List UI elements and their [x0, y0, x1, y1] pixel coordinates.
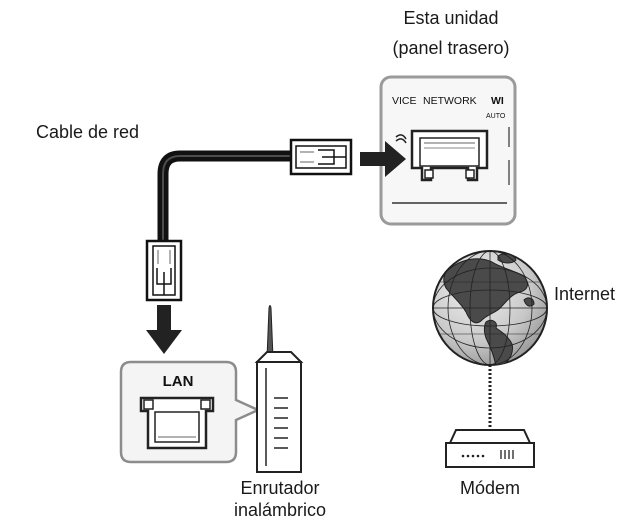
rear-panel-label-left: VICE — [392, 95, 417, 107]
lan-port-icon — [139, 396, 215, 450]
router-icon — [254, 305, 304, 473]
rj45-plug-icon-vertical — [145, 239, 183, 302]
internet-label: Internet — [554, 284, 616, 304]
modem-label: Módem — [459, 478, 521, 498]
arrow-right-icon — [360, 141, 406, 177]
modem-icon — [445, 429, 535, 468]
arrow-down-icon — [146, 305, 182, 354]
ethernet-port-icon — [410, 129, 489, 182]
router-label-line2: inalámbrico — [233, 500, 327, 520]
network-cable — [157, 150, 295, 245]
unit-title-line1: Esta unidad — [403, 8, 499, 28]
rear-panel: VICE NETWORK WI AUTO — [379, 75, 517, 226]
cable-label: Cable de red — [36, 122, 140, 142]
rj45-plug-icon — [289, 138, 353, 176]
router-label-line1: Enrutador — [240, 478, 320, 498]
unit-title-line2: (panel trasero) — [392, 38, 510, 58]
rear-panel-label-right: WI — [491, 95, 504, 107]
lan-callout: LAN — [119, 360, 262, 464]
rear-panel-label-auto: AUTO — [486, 113, 506, 120]
rear-panel-label-network: NETWORK — [423, 95, 477, 107]
port-symbol-icon — [395, 134, 407, 140]
lan-port-label: LAN — [163, 373, 194, 390]
globe-icon — [432, 250, 548, 366]
